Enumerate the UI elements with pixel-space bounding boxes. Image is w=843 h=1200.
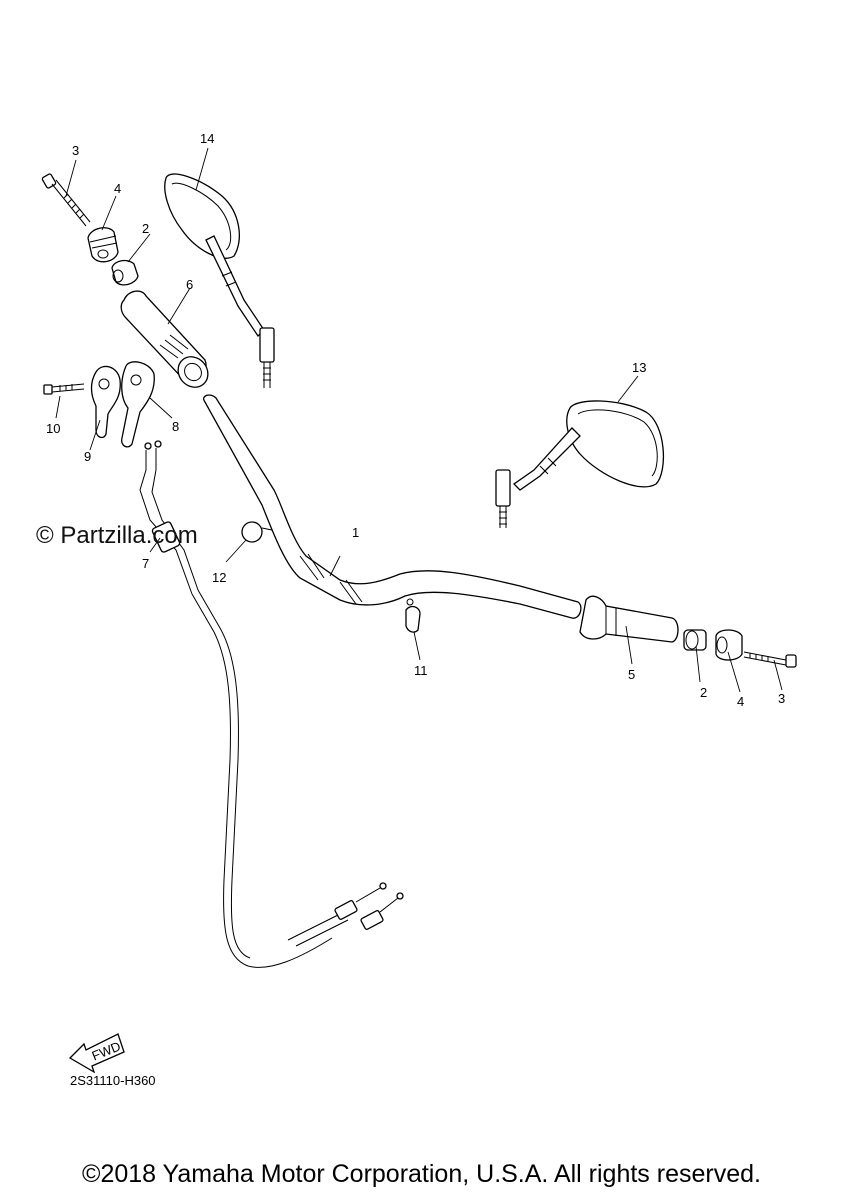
screw-right[interactable]	[743, 651, 797, 668]
callout-9: 9	[84, 449, 91, 464]
right-grip[interactable]	[579, 595, 679, 643]
mirror-right[interactable]	[495, 400, 665, 528]
weight-right[interactable]	[683, 629, 707, 651]
callout-3-right: 3	[778, 691, 785, 706]
callout-8: 8	[172, 419, 179, 434]
callout-4-left: 4	[114, 181, 121, 196]
callout-4-right: 4	[737, 694, 744, 709]
partzilla-watermark: © Partzilla.com	[36, 522, 198, 549]
switch-housing-upper[interactable]	[121, 361, 155, 448]
bar-end-left[interactable]	[87, 227, 119, 263]
callout-2-right: 2	[700, 685, 707, 700]
callout-13: 13	[632, 360, 646, 375]
cable-clamp-12[interactable]	[241, 521, 273, 543]
callouts: 1 2 2 3 3 4 4 5 6 7 8 9 10 11 12 13 14	[46, 131, 785, 709]
switch-housing-lower[interactable]	[90, 365, 121, 439]
throttle-grip[interactable]	[120, 290, 214, 393]
fwd-arrow: FWD	[68, 1033, 125, 1074]
callout-12: 12	[212, 570, 226, 585]
callout-3-left: 3	[72, 143, 79, 158]
screw-left[interactable]	[41, 173, 91, 227]
bar-end-right[interactable]	[715, 629, 743, 661]
drawing-code: 2S31110-H360	[70, 1073, 156, 1088]
switch-screw[interactable]	[43, 383, 85, 395]
callout-5: 5	[628, 667, 635, 682]
callout-14: 14	[200, 131, 214, 146]
callout-11: 11	[414, 663, 428, 678]
copyright-notice: ©2018 Yamaha Motor Corporation, U.S.A. A…	[82, 1160, 761, 1188]
mirror-left[interactable]	[164, 173, 275, 388]
callout-1: 1	[352, 525, 359, 540]
cable-clamp-11[interactable]	[405, 598, 421, 633]
callout-10: 10	[46, 421, 60, 436]
callout-7: 7	[142, 556, 149, 571]
throttle-cables[interactable]	[139, 440, 404, 968]
leader-lines	[55, 147, 783, 693]
callout-6: 6	[186, 277, 193, 292]
callout-2-left: 2	[142, 221, 149, 236]
weight-left[interactable]	[111, 259, 139, 286]
handlebar[interactable]	[203, 394, 582, 619]
